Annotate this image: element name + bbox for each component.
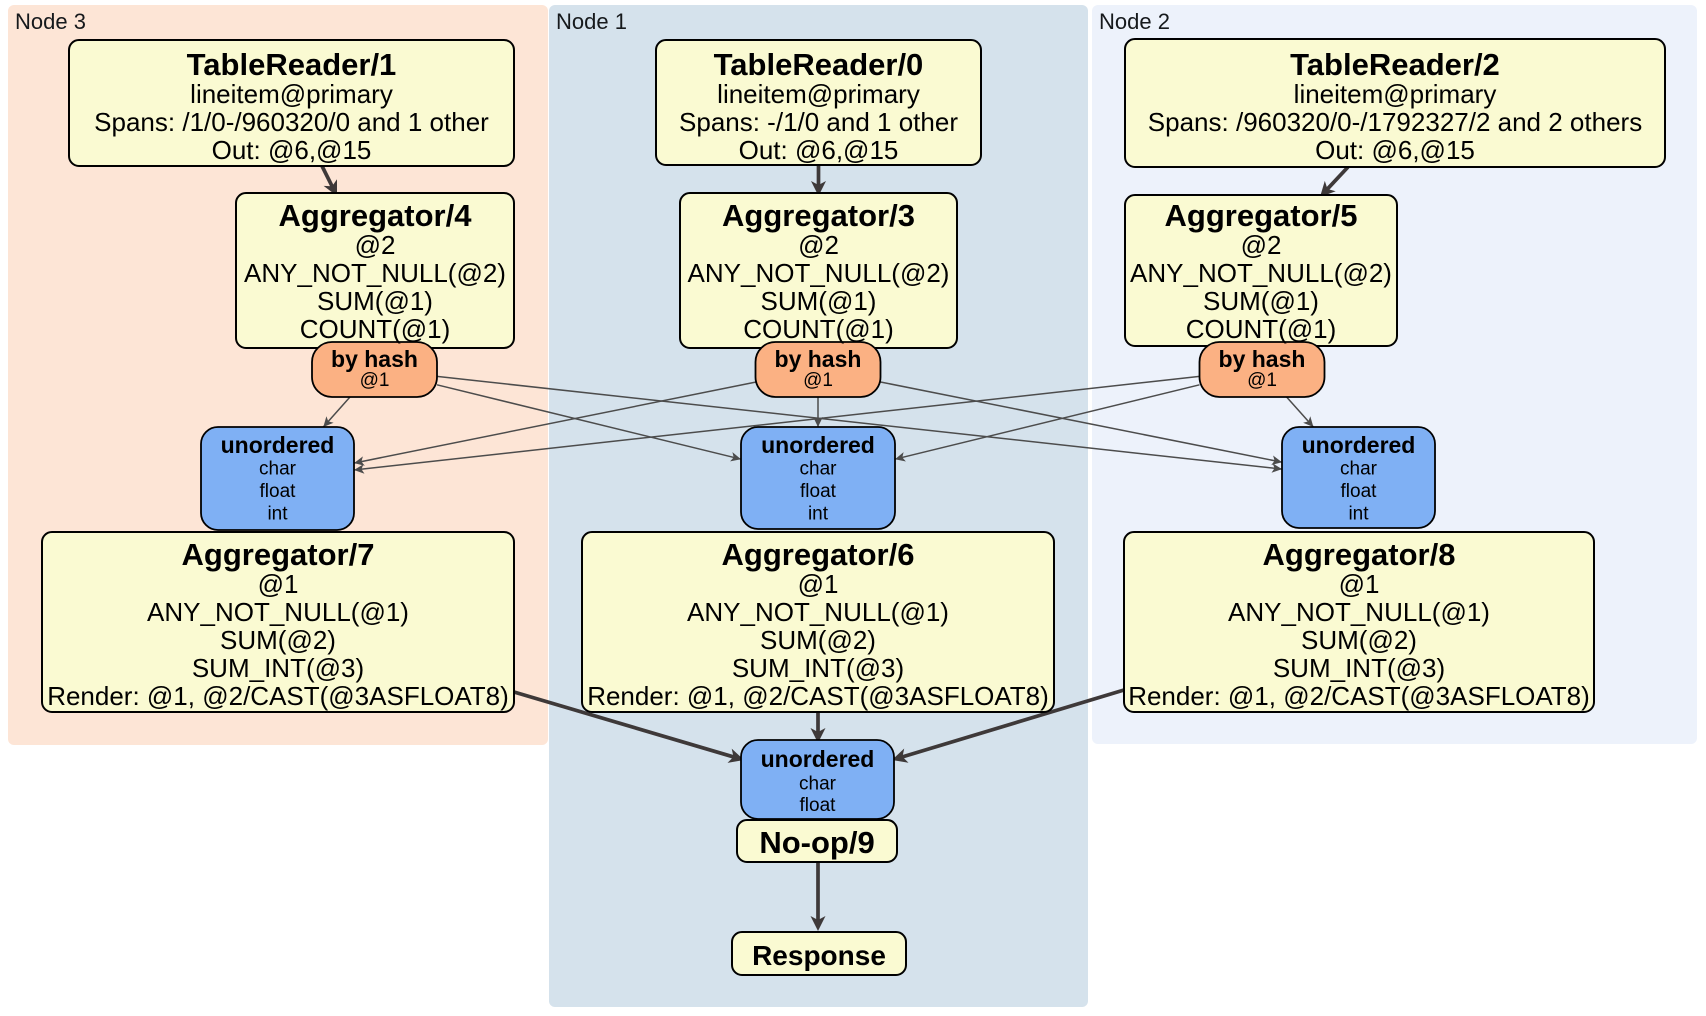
svg-text:Node 3: Node 3 xyxy=(15,9,86,34)
svg-text:char: char xyxy=(799,774,837,795)
svg-text:Render: @1, @2/CAST(@3ASFLOAT8: Render: @1, @2/CAST(@3ASFLOAT8) xyxy=(47,681,509,711)
svg-text:char: char xyxy=(800,459,838,480)
svg-text:char: char xyxy=(259,459,297,480)
svg-text:SUM_INT(@3): SUM_INT(@3) xyxy=(732,653,904,683)
svg-text:Spans: -/1/0 and 1 other: Spans: -/1/0 and 1 other xyxy=(679,107,958,137)
svg-text:unordered: unordered xyxy=(761,432,875,458)
svg-text:float: float xyxy=(260,481,297,502)
svg-text:SUM(@1): SUM(@1) xyxy=(1203,286,1319,316)
svg-text:Node 1: Node 1 xyxy=(556,9,627,34)
svg-text:ANY_NOT_NULL(@1): ANY_NOT_NULL(@1) xyxy=(147,597,409,627)
svg-text:Aggregator/3: Aggregator/3 xyxy=(722,198,915,233)
svg-text:unordered: unordered xyxy=(761,746,875,772)
svg-text:ANY_NOT_NULL(@2): ANY_NOT_NULL(@2) xyxy=(1130,258,1392,288)
svg-text:TableReader/1: TableReader/1 xyxy=(187,47,397,82)
svg-text:TableReader/0: TableReader/0 xyxy=(714,47,924,82)
svg-text:Render: @1, @2/CAST(@3ASFLOAT8: Render: @1, @2/CAST(@3ASFLOAT8) xyxy=(587,681,1049,711)
svg-text:No-op/9: No-op/9 xyxy=(759,825,874,860)
svg-text:float: float xyxy=(800,481,837,502)
svg-text:COUNT(@1): COUNT(@1) xyxy=(1186,314,1337,344)
svg-text:Aggregator/8: Aggregator/8 xyxy=(1263,537,1456,572)
svg-text:Node 2: Node 2 xyxy=(1099,9,1170,34)
svg-text:@1: @1 xyxy=(803,370,833,391)
svg-text:by hash: by hash xyxy=(775,346,862,372)
svg-text:Spans: /1/0-/960320/0 and 1 ot: Spans: /1/0-/960320/0 and 1 other xyxy=(94,107,489,137)
svg-text:@2: @2 xyxy=(798,230,839,260)
svg-text:lineitem@primary: lineitem@primary xyxy=(190,79,393,109)
svg-text:ANY_NOT_NULL(@1): ANY_NOT_NULL(@1) xyxy=(687,597,949,627)
svg-text:@1: @1 xyxy=(360,370,390,391)
svg-text:lineitem@primary: lineitem@primary xyxy=(717,79,920,109)
svg-text:SUM_INT(@3): SUM_INT(@3) xyxy=(1273,653,1445,683)
svg-text:unordered: unordered xyxy=(221,432,335,458)
svg-text:lineitem@primary: lineitem@primary xyxy=(1294,79,1497,109)
svg-text:@1: @1 xyxy=(258,569,299,599)
svg-text:char: char xyxy=(1340,459,1378,480)
svg-text:ANY_NOT_NULL(@1): ANY_NOT_NULL(@1) xyxy=(1228,597,1490,627)
svg-text:float: float xyxy=(1341,481,1378,502)
svg-text:SUM(@2): SUM(@2) xyxy=(220,625,336,655)
svg-text:int: int xyxy=(267,504,288,525)
svg-text:SUM(@1): SUM(@1) xyxy=(317,286,433,316)
svg-text:COUNT(@1): COUNT(@1) xyxy=(743,314,894,344)
svg-text:int: int xyxy=(1348,504,1369,525)
svg-text:Aggregator/6: Aggregator/6 xyxy=(722,537,915,572)
svg-text:@2: @2 xyxy=(1241,230,1282,260)
svg-text:@1: @1 xyxy=(1339,569,1380,599)
svg-text:SUM(@1): SUM(@1) xyxy=(761,286,877,316)
svg-text:@1: @1 xyxy=(798,569,839,599)
svg-text:SUM(@2): SUM(@2) xyxy=(1301,625,1417,655)
svg-text:Render: @1, @2/CAST(@3ASFLOAT8: Render: @1, @2/CAST(@3ASFLOAT8) xyxy=(1128,681,1590,711)
svg-text:@1: @1 xyxy=(1247,370,1277,391)
svg-text:Out: @6,@15: Out: @6,@15 xyxy=(739,135,899,165)
svg-text:Spans: /960320/0-/1792327/2 an: Spans: /960320/0-/1792327/2 and 2 others xyxy=(1148,107,1642,137)
svg-text:TableReader/2: TableReader/2 xyxy=(1290,47,1500,82)
svg-text:@2: @2 xyxy=(355,230,396,260)
svg-text:Out: @6,@15: Out: @6,@15 xyxy=(212,135,372,165)
svg-text:Aggregator/5: Aggregator/5 xyxy=(1165,198,1358,233)
svg-text:by hash: by hash xyxy=(331,346,418,372)
svg-text:COUNT(@1): COUNT(@1) xyxy=(300,314,451,344)
svg-text:float: float xyxy=(800,795,837,816)
svg-text:Response: Response xyxy=(752,940,886,971)
svg-text:unordered: unordered xyxy=(1302,432,1416,458)
svg-text:int: int xyxy=(808,504,829,525)
svg-text:SUM_INT(@3): SUM_INT(@3) xyxy=(192,653,364,683)
svg-text:ANY_NOT_NULL(@2): ANY_NOT_NULL(@2) xyxy=(688,258,950,288)
svg-text:by hash: by hash xyxy=(1219,346,1306,372)
svg-text:Aggregator/7: Aggregator/7 xyxy=(182,537,375,572)
svg-text:Out: @6,@15: Out: @6,@15 xyxy=(1315,135,1475,165)
svg-text:ANY_NOT_NULL(@2): ANY_NOT_NULL(@2) xyxy=(244,258,506,288)
svg-text:Aggregator/4: Aggregator/4 xyxy=(279,198,473,233)
svg-text:SUM(@2): SUM(@2) xyxy=(760,625,876,655)
